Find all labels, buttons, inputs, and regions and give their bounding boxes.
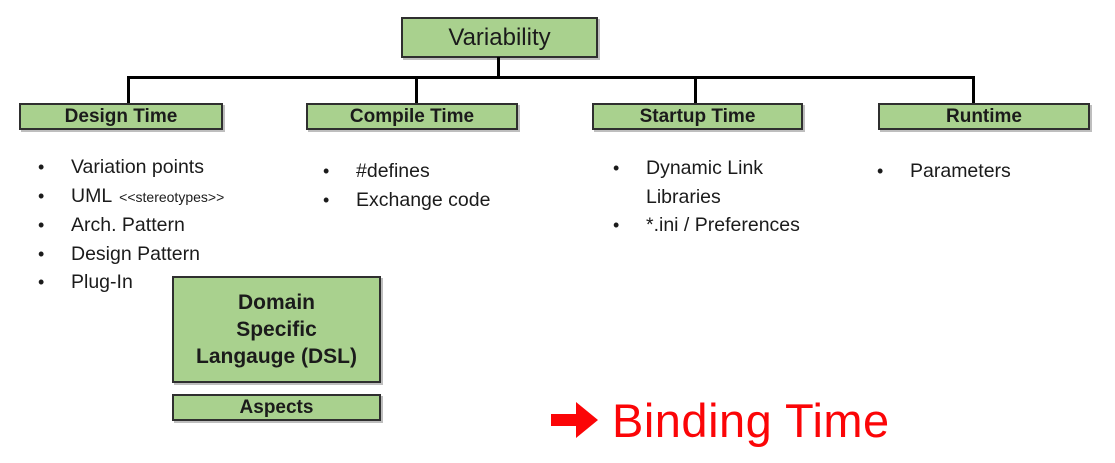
list-item-text: UML <<stereotypes>> <box>71 182 224 212</box>
stereotypes-annotation: <<stereotypes>> <box>119 188 225 205</box>
dsl-box: Domain Specific Langauge (DSL) <box>172 276 381 383</box>
startup-time-box: Startup Time <box>592 103 803 130</box>
bullet-icon: • <box>38 215 45 235</box>
connector-drop-runtime <box>972 78 975 103</box>
design-time-list: • Variation points • UML<<stereotypes>> … <box>38 153 224 297</box>
binding-time-caption: Binding Time <box>551 392 890 448</box>
bullet-icon: • <box>323 189 330 210</box>
bullet-icon: • <box>877 161 884 181</box>
runtime-box: Runtime <box>878 103 1090 130</box>
list-item: • Plug-In <box>38 268 224 297</box>
variability-label: Variability <box>448 23 551 51</box>
connector-drop-design <box>127 78 130 103</box>
list-item-text: Design Pattern <box>71 242 200 265</box>
connector-drop-compile <box>415 78 418 103</box>
connector-horizontal <box>127 76 975 79</box>
compile-time-label: Compile Time <box>349 105 475 127</box>
list-item-text: #defines <box>356 160 430 182</box>
startup-time-label: Startup Time <box>639 105 756 127</box>
list-item: • Variation points <box>38 153 224 182</box>
bullet-icon: • <box>38 157 45 177</box>
bullet-icon: • <box>323 161 330 181</box>
aspects-label: Aspects <box>239 396 314 418</box>
connector-stem <box>497 57 500 77</box>
list-item-text: Dynamic Link Libraries <box>646 157 764 208</box>
list-item: • Design Pattern <box>38 240 224 269</box>
list-item: • Dynamic Link Libraries <box>613 154 811 211</box>
runtime-label: Runtime <box>946 105 1022 127</box>
list-item-text: Arch. Pattern <box>71 214 185 236</box>
right-arrow-icon <box>551 402 598 438</box>
bullet-icon: • <box>38 272 45 292</box>
list-item-text: Parameters <box>910 160 1011 182</box>
bullet-icon: • <box>38 243 45 264</box>
dsl-label: Domain Specific Langauge (DSL) <box>196 291 357 368</box>
aspects-box: Aspects <box>172 394 381 421</box>
list-item: • UML <<stereotypes>> <box>38 182 224 212</box>
list-item-text: Plug-In <box>71 271 133 293</box>
bullet-icon: • <box>613 215 620 235</box>
list-item: • Exchange code <box>323 186 490 215</box>
list-item: • #defines <box>323 157 490 186</box>
bullet-icon: • <box>613 158 620 178</box>
startup-time-list: • Dynamic Link Libraries • *.ini / Prefe… <box>613 154 811 240</box>
list-item: • Parameters <box>877 157 1011 186</box>
bullet-icon: • <box>38 185 45 206</box>
list-item-text: Variation points <box>71 156 204 178</box>
compile-time-box: Compile Time <box>306 103 518 130</box>
compile-time-list: • #defines • Exchange code <box>323 157 490 214</box>
uml-text: UML <box>71 184 113 207</box>
runtime-list: • Parameters <box>877 157 1011 186</box>
design-time-label: Design Time <box>64 105 178 127</box>
list-item: • Arch. Pattern <box>38 211 224 240</box>
list-item-text: *.ini / Preferences <box>646 214 800 236</box>
binding-time-label: Binding Time <box>612 393 890 447</box>
list-item: • *.ini / Preferences <box>613 211 811 240</box>
connector-drop-startup <box>694 78 697 103</box>
variability-root-box: Variability <box>401 17 598 58</box>
list-item-text: Exchange code <box>356 188 491 211</box>
design-time-box: Design Time <box>19 103 223 130</box>
